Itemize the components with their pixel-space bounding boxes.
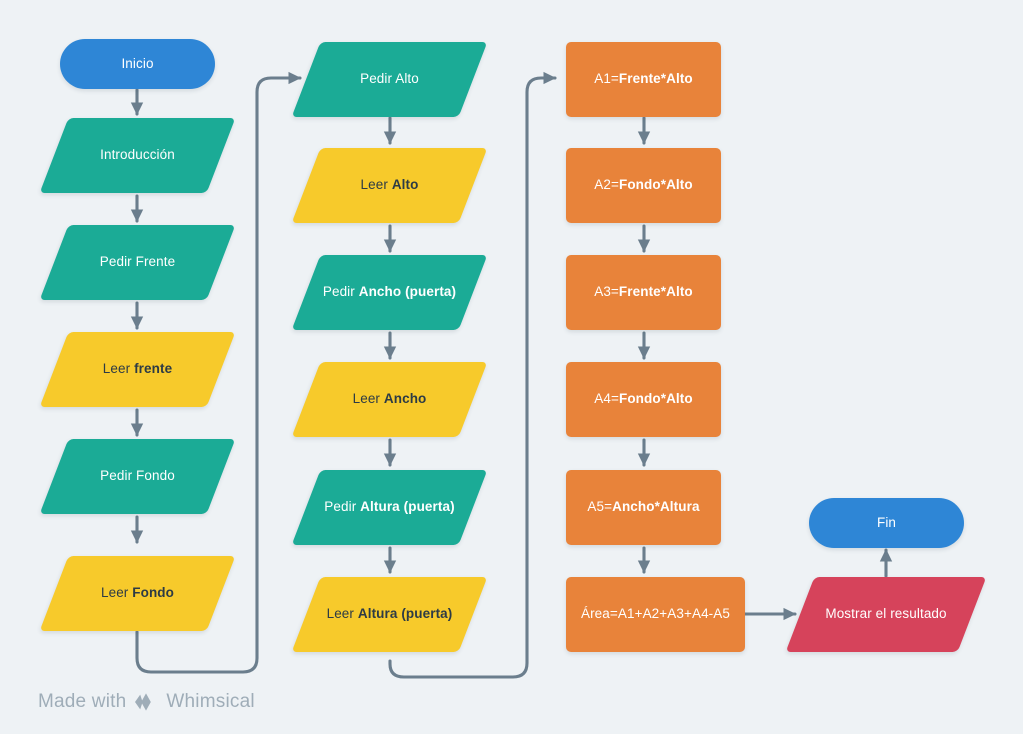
node-pedir-ancho[interactable]: Pedir Ancho (puerta) [291,255,488,330]
watermark-brand: Whimsical [166,691,255,712]
node-leer-alto-label: Leer Alto [360,177,419,193]
node-a5[interactable]: A5=Ancho*Altura [566,470,721,545]
node-pedir-fondo-label: Pedir Fondo [100,468,175,484]
node-leer-fondo-label: Leer Fondo [100,585,174,601]
node-leer-altura[interactable]: Leer Altura (puerta) [291,577,488,652]
node-fin-shape [809,498,964,548]
node-inicio[interactable]: Inicio [60,39,215,89]
node-a1-label: A1=Frente*Alto [594,71,693,87]
node-leer-frente[interactable]: Leer frente [39,332,236,407]
node-fin-label: Fin [876,514,897,530]
node-a3[interactable]: A3=Frente*Alto [566,255,721,330]
whimsical-watermark: Made with Whimsical [38,691,255,713]
node-mostrar-resultado-label: Mostrar el resultado [825,606,947,622]
node-pedir-altura[interactable]: Pedir Altura (puerta) [291,470,488,545]
node-a2-label: A2=Fondo*Alto [594,177,693,193]
node-pedir-ancho-label: Pedir Ancho (puerta) [322,284,457,300]
node-pedir-alto-label: Pedir Alto [360,71,419,87]
node-fin[interactable]: Fin [809,498,964,548]
node-a4-label: A4=Fondo*Alto [594,391,693,407]
node-a3-label: A3=Frente*Alto [594,284,693,300]
node-a4-shape [566,362,721,437]
node-leer-fondo[interactable]: Leer Fondo [39,556,236,631]
whimsical-diamond-logo-icon [135,693,152,711]
watermark-prefix: Made with [38,691,127,712]
node-pedir-fondo[interactable]: Pedir Fondo [39,439,236,514]
node-a5-shape [566,470,721,545]
node-area-shape [566,577,745,652]
node-a1-shape [566,42,721,117]
node-area-label: Área=A1+A2+A3+A4-A5 [580,606,730,622]
node-introduccion[interactable]: Introducción [39,118,236,193]
node-leer-frente-label: Leer frente [102,361,173,377]
node-pedir-altura-label: Pedir Altura (puerta) [324,499,455,515]
node-leer-altura-label: Leer Altura (puerta) [326,606,453,622]
node-a2-shape [566,148,721,223]
node-area[interactable]: Área=A1+A2+A3+A4-A5 [566,577,745,652]
node-a5-label: A5=Ancho*Altura [587,499,700,515]
node-pedir-frente[interactable]: Pedir Frente [39,225,236,300]
node-a3-shape [566,255,721,330]
node-leer-ancho[interactable]: Leer Ancho [291,362,488,437]
node-leer-ancho-label: Leer Ancho [352,391,427,407]
node-mostrar-resultado[interactable]: Mostrar el resultado [785,577,987,652]
node-a4[interactable]: A4=Fondo*Alto [566,362,721,437]
node-a1[interactable]: A1=Frente*Alto [566,42,721,117]
node-leer-alto[interactable]: Leer Alto [291,148,488,223]
node-a2[interactable]: A2=Fondo*Alto [566,148,721,223]
node-inicio-label: Inicio [121,55,154,71]
node-pedir-alto[interactable]: Pedir Alto [291,42,488,117]
node-introduccion-label: Introducción [100,147,175,163]
node-pedir-frente-label: Pedir Frente [99,254,176,270]
